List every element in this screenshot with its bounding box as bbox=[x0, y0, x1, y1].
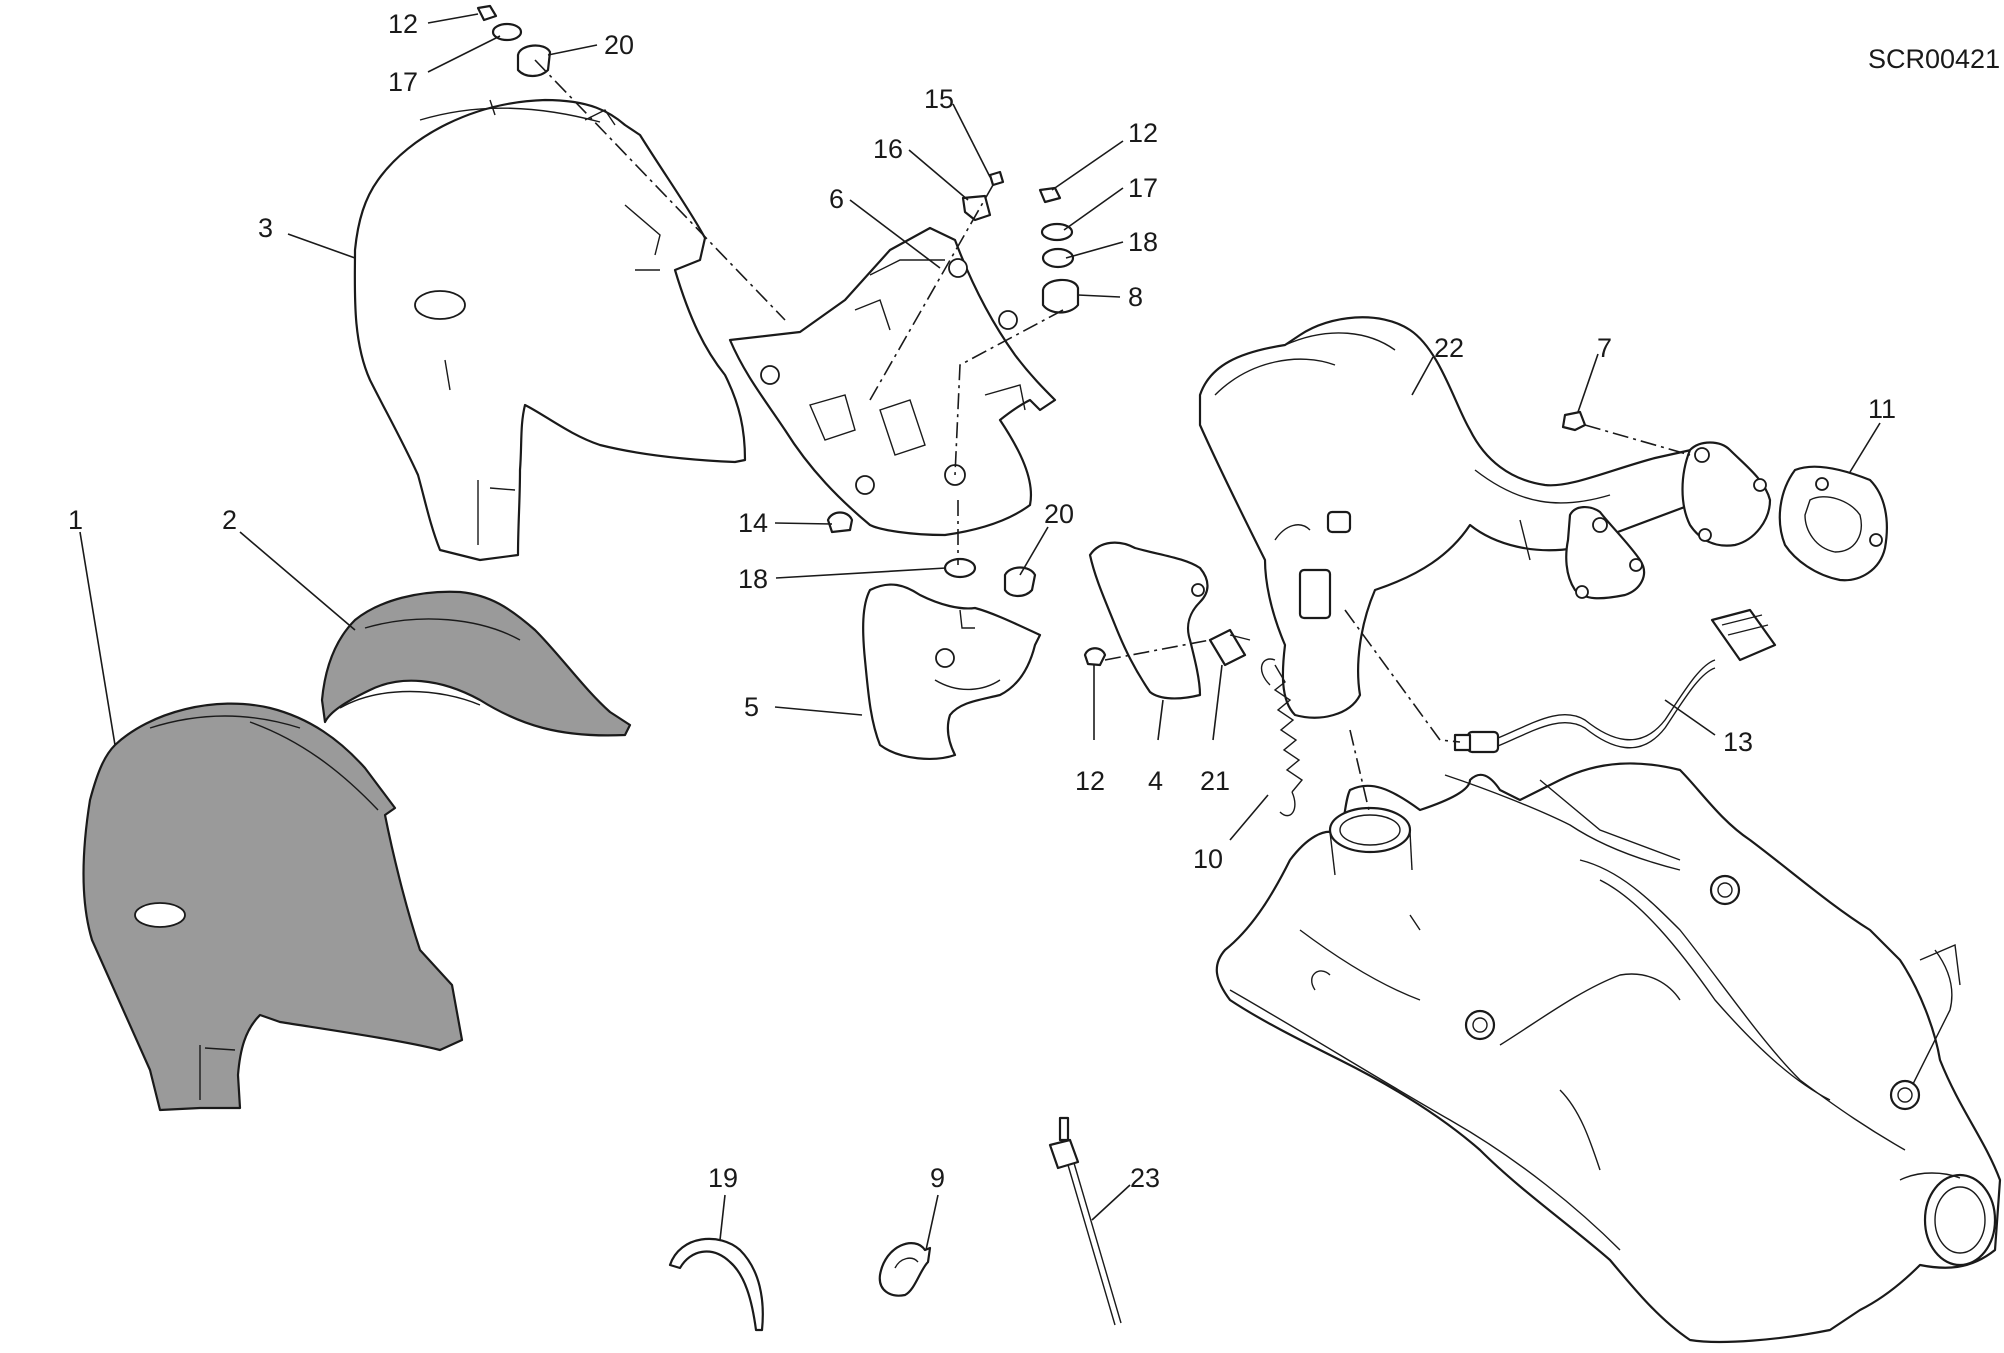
callout-9: 9 bbox=[930, 1163, 945, 1193]
shield-1-hole bbox=[134, 902, 186, 928]
part-10-spring bbox=[1260, 658, 1304, 817]
screw-12-right bbox=[1038, 186, 1062, 204]
callout-17: 17 bbox=[388, 67, 418, 97]
grommet-8 bbox=[1041, 278, 1080, 314]
part-21-clip bbox=[1208, 628, 1251, 667]
screw-12-top bbox=[476, 4, 498, 22]
mount-right bbox=[1709, 874, 1741, 906]
callout-18: 18 bbox=[1128, 227, 1158, 257]
shield-3-hole bbox=[414, 290, 466, 320]
clip-16 bbox=[961, 194, 992, 222]
screw-14 bbox=[826, 511, 854, 534]
grommet-20-lower bbox=[1003, 566, 1037, 598]
callout-20: 20 bbox=[604, 30, 634, 60]
callout-11: 11 bbox=[1868, 394, 1896, 424]
callout-12: 12 bbox=[1075, 766, 1105, 796]
callout-4: 4 bbox=[1148, 766, 1163, 796]
mount-left bbox=[1464, 1009, 1496, 1041]
screw-15 bbox=[988, 170, 1005, 187]
callout-1: 1 bbox=[68, 505, 83, 535]
callout-14: 14 bbox=[738, 508, 768, 538]
part-3-heat-shield bbox=[353, 98, 747, 562]
silencer-assembly bbox=[1215, 762, 2002, 1344]
part-2-curved-shield-grey bbox=[320, 590, 632, 737]
part-5-lower-bracket bbox=[862, 583, 1042, 760]
callout-21: 21 bbox=[1200, 766, 1230, 796]
callout-23: 23 bbox=[1130, 1163, 1160, 1193]
washer-18-right bbox=[1041, 247, 1075, 269]
callout-16: 16 bbox=[873, 134, 903, 164]
fasteners bbox=[476, 4, 1587, 667]
callout-17: 17 bbox=[1128, 173, 1158, 203]
callout-10: 10 bbox=[1193, 844, 1223, 874]
callout-19: 19 bbox=[708, 1163, 738, 1193]
callout-18: 18 bbox=[738, 564, 768, 594]
leader-lines bbox=[79, 13, 1881, 1251]
callout-6: 6 bbox=[829, 184, 844, 214]
callout-7: 7 bbox=[1597, 333, 1612, 363]
screw-12-lower bbox=[1083, 647, 1107, 667]
part-9-clamp bbox=[878, 1242, 932, 1297]
callout-15: 15 bbox=[924, 84, 954, 114]
callout-20: 20 bbox=[1044, 499, 1074, 529]
washer-18-lower bbox=[943, 557, 977, 579]
part-23-cable-tie bbox=[1048, 1116, 1122, 1326]
callout-2: 2 bbox=[222, 505, 237, 535]
callout-12: 12 bbox=[1128, 118, 1158, 148]
callout-12: 12 bbox=[388, 9, 418, 39]
assembly-axes bbox=[534, 59, 1691, 816]
part-1-heat-shield-grey bbox=[82, 702, 464, 1112]
callout-5: 5 bbox=[744, 692, 759, 722]
callout-13: 13 bbox=[1723, 727, 1753, 757]
callout-3: 3 bbox=[258, 213, 273, 243]
part-4-small-shield bbox=[1088, 541, 1209, 700]
mount-rear bbox=[1889, 1079, 1921, 1111]
part-22-exhaust-header bbox=[1198, 316, 1772, 719]
part-13-lambda-sensor bbox=[1453, 608, 1777, 754]
washer-17-right bbox=[1040, 222, 1074, 242]
part-6-bracket-plate bbox=[728, 226, 1057, 537]
part-11-gasket bbox=[1778, 465, 1888, 582]
callout-8: 8 bbox=[1128, 282, 1143, 312]
part-19-strap bbox=[668, 1237, 764, 1332]
drawing-code: SCR00421 bbox=[1868, 44, 2000, 74]
callout-22: 22 bbox=[1434, 333, 1464, 363]
nut-7 bbox=[1561, 410, 1587, 432]
callout-numbers: 12 17 20 15 16 6 12 17 18 8 3 1 2 14 18 … bbox=[68, 9, 1896, 1193]
